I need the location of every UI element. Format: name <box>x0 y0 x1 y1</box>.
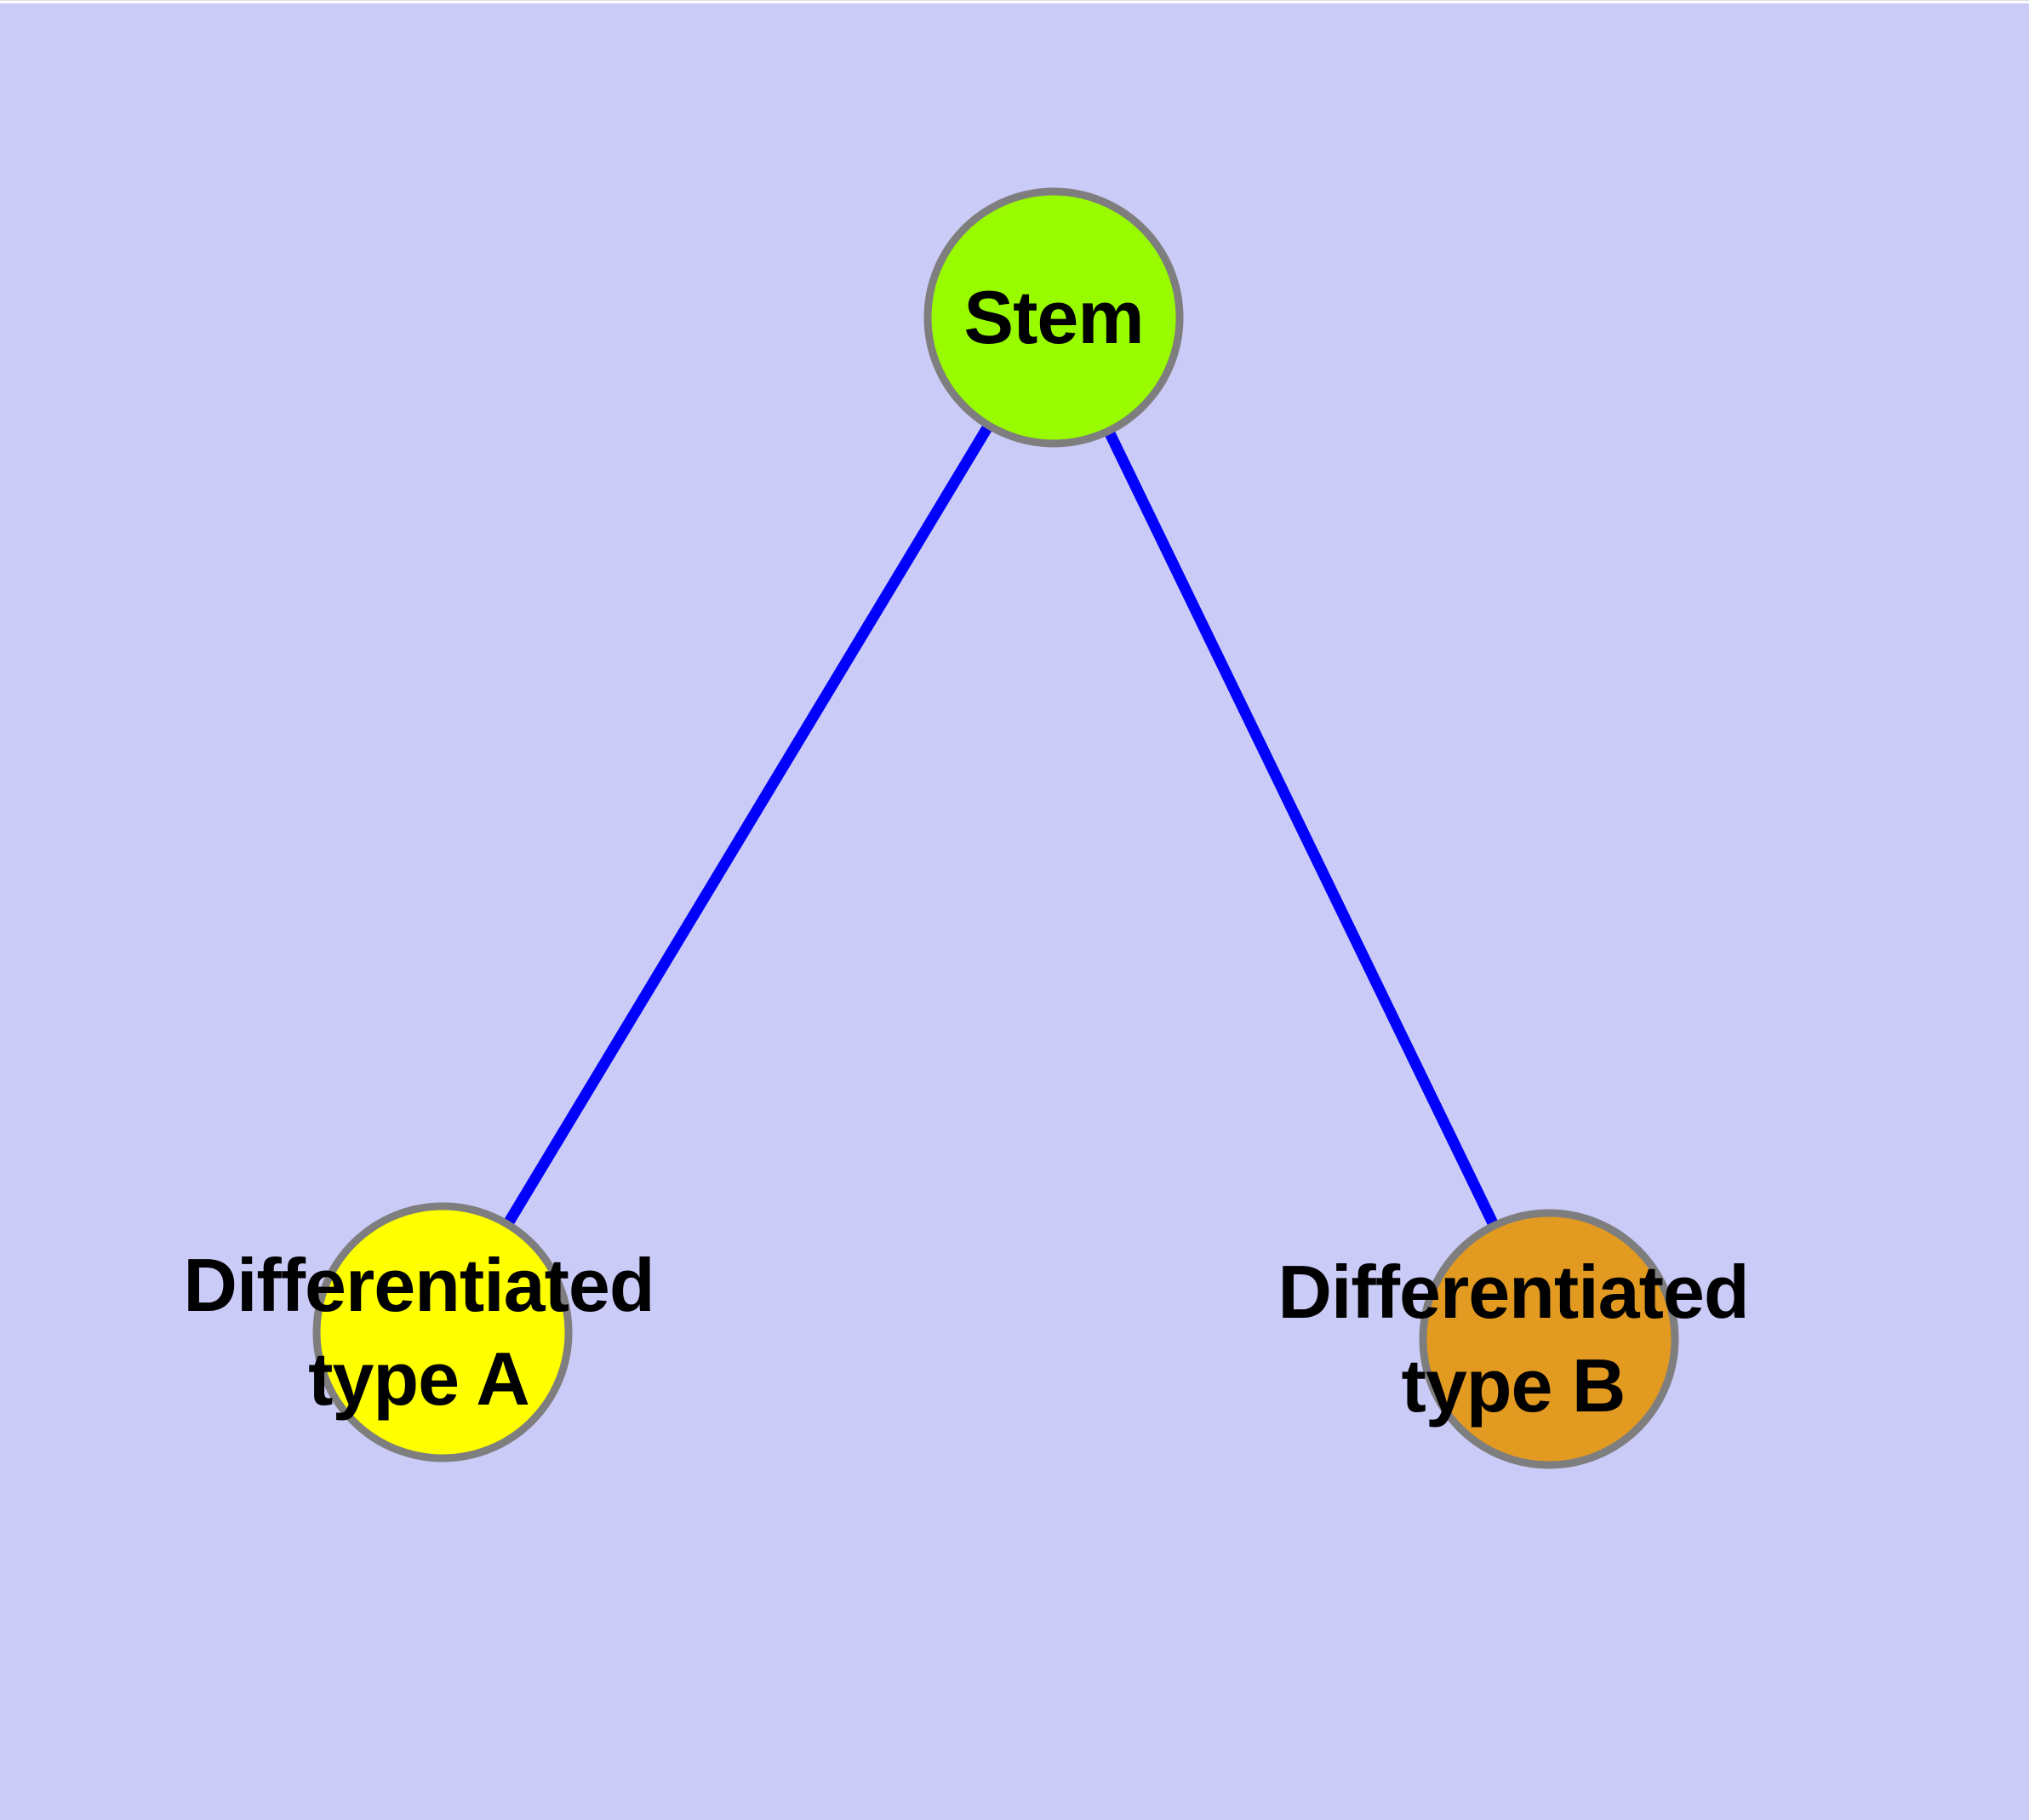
edge-stem-to-type-b <box>1049 315 1554 1342</box>
top-edge-strip <box>0 0 2029 3</box>
node-stem[interactable] <box>923 187 1184 448</box>
edge-stem-to-type-a <box>437 314 1059 1336</box>
node-differentiated-type-a[interactable] <box>312 1202 573 1462</box>
node-differentiated-type-b[interactable] <box>1419 1209 1679 1469</box>
